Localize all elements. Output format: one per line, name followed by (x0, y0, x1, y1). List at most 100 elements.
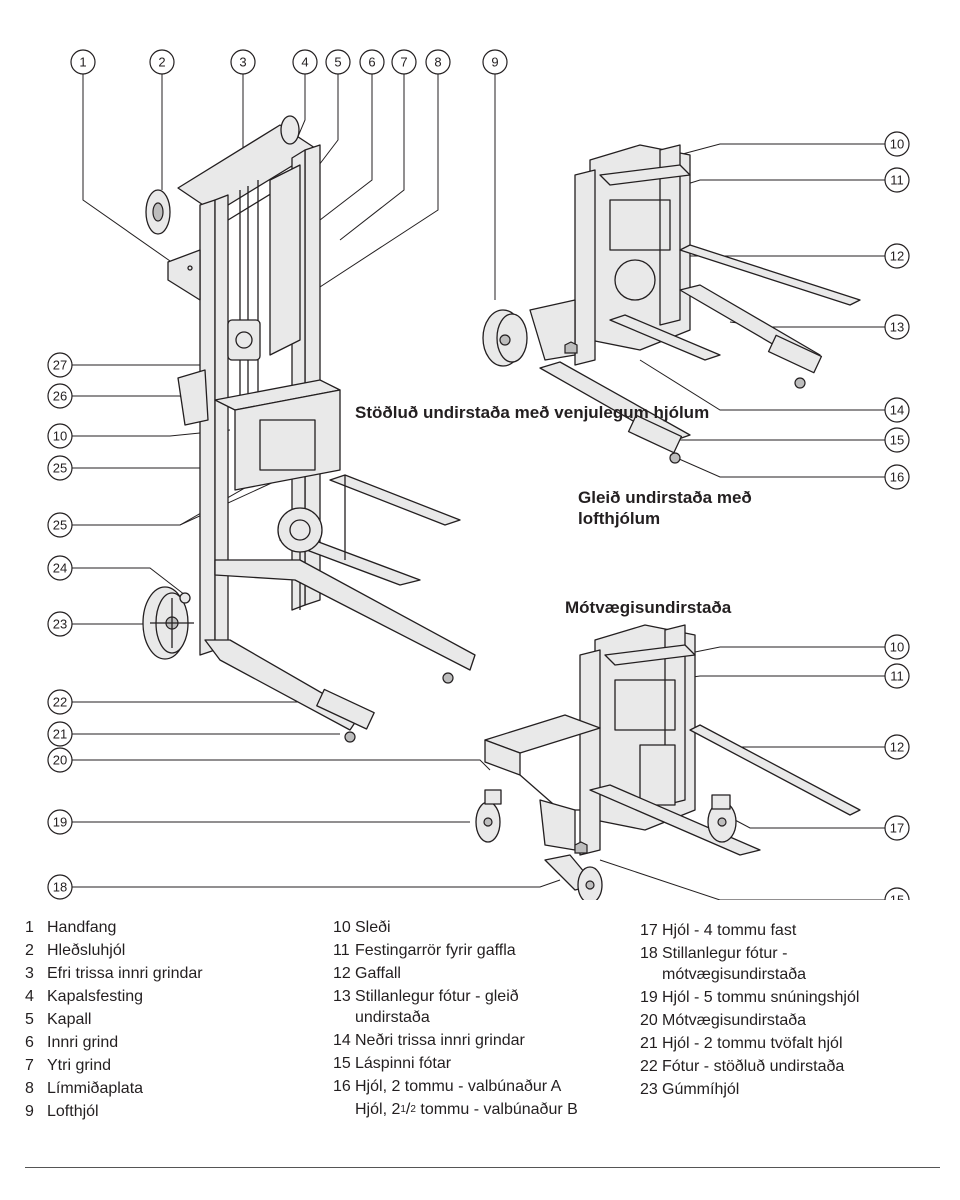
callout-circle (47, 874, 73, 900)
legend-text: Hjól - 5 tommu snúningshjól (662, 989, 860, 1006)
callout-number: 5 (334, 55, 341, 70)
callout-23: 23 (47, 611, 73, 637)
callout-11: 11 (884, 167, 910, 193)
legend-number: 15 (333, 1055, 351, 1072)
callout-26: 26 (47, 383, 73, 409)
callout-number: 27 (53, 358, 67, 373)
callout-number: 9 (491, 55, 498, 70)
callout-10: 10 (884, 634, 910, 660)
callout-number: 20 (53, 753, 67, 768)
legend-text-prefix: Hjól, 2 (355, 1101, 401, 1118)
legend-text: Hjól - 4 tommu fast (662, 922, 797, 939)
legend-number: 5 (25, 1011, 34, 1028)
callout-number: 11 (890, 669, 904, 684)
legend-number: 7 (25, 1057, 34, 1074)
legend-text: Stillanlegur fótur - mótvægisundirstaða (662, 945, 807, 983)
callout-circle (325, 49, 351, 75)
callout-13: 13 (884, 314, 910, 340)
legend-text-suffix: tommu - valbúnaður B (415, 1101, 578, 1118)
callout-circle (884, 167, 910, 193)
callout-circle (482, 49, 508, 75)
callout-circle (391, 49, 417, 75)
callout-25: 25 (47, 455, 73, 481)
legend-number: 4 (25, 988, 34, 1005)
legend-text: Mótvægisundirstaða (662, 1012, 807, 1029)
callout-11: 11 (884, 663, 910, 689)
callout-circle (47, 721, 73, 747)
legend-number: 16 (333, 1078, 351, 1095)
callout-circle (884, 397, 910, 423)
legend-number: 9 (25, 1103, 34, 1120)
legend-number: 12 (333, 965, 351, 982)
callout-number: 2 (158, 55, 165, 70)
fraction-separator: / (405, 1101, 411, 1118)
callout-5: 5 (325, 49, 351, 75)
legend-text: Hjól, 2 tommu - valbúnaður A (355, 1078, 562, 1095)
callout-4: 4 (292, 49, 318, 75)
callout-circle (47, 611, 73, 637)
legend-number: 14 (333, 1032, 351, 1049)
parts-diagram: 1234567891011121314151617181920212223242… (47, 49, 910, 900)
callout-circle (47, 423, 73, 449)
legend-text: Láspinni fótar (355, 1055, 452, 1072)
callout-number: 7 (400, 55, 407, 70)
callout-number: 26 (53, 389, 67, 404)
callout-circle (47, 555, 73, 581)
callout-6: 6 (359, 49, 385, 75)
legend-text: Gúmmíhjól (662, 1081, 740, 1098)
callout-8: 8 (425, 49, 451, 75)
caption-standard-base: Stöðluð undirstaða með venjulegum hjólum (355, 403, 710, 422)
callout-24: 24 (47, 555, 73, 581)
legend-item: 4 Kapalsfesting (25, 986, 305, 1007)
legend-number: 6 (25, 1034, 34, 1051)
callout-number: 23 (53, 617, 67, 632)
legend-text: Kapalsfesting (47, 988, 144, 1005)
callout-circle (884, 314, 910, 340)
main-lift-drawing (142, 115, 476, 743)
legend-number: 13 (333, 988, 351, 1005)
fraction-numerator: 1 (400, 1104, 406, 1115)
legend-text: Kapall (47, 1011, 92, 1028)
callout-circle (70, 49, 96, 75)
callout-number: 13 (890, 320, 904, 335)
legend-number: 22 (640, 1058, 658, 1075)
legend-number: 8 (25, 1080, 34, 1097)
legend-text: Stillanlegur fótur - gleið undirstaða (355, 988, 519, 1026)
caption-counterweight-base: Mótvægisundirstaða (565, 598, 732, 617)
callout-number: 25 (53, 461, 67, 476)
legend-text: Hjól - 2 tommu tvöfalt hjól (662, 1035, 843, 1052)
callout-circle (47, 809, 73, 835)
callout-12: 12 (884, 734, 910, 760)
callout-circle (884, 734, 910, 760)
callout-16: 16 (884, 464, 910, 490)
callout-circle (47, 747, 73, 773)
fraction-denominator: 2 (410, 1104, 416, 1115)
callout-circle (884, 131, 910, 157)
callout-number: 10 (890, 640, 904, 655)
callout-number: 8 (434, 55, 441, 70)
legend-text: Neðri trissa innri grindar (355, 1032, 525, 1049)
callout-27: 27 (47, 352, 73, 378)
callout-9: 9 (482, 49, 508, 75)
legend-number: 11 (333, 942, 350, 959)
callout-circle (149, 49, 175, 75)
legend-text: Innri grind (47, 1034, 119, 1051)
callout-10: 10 (47, 423, 73, 449)
legend-item: 5 Kapall (25, 1009, 305, 1030)
